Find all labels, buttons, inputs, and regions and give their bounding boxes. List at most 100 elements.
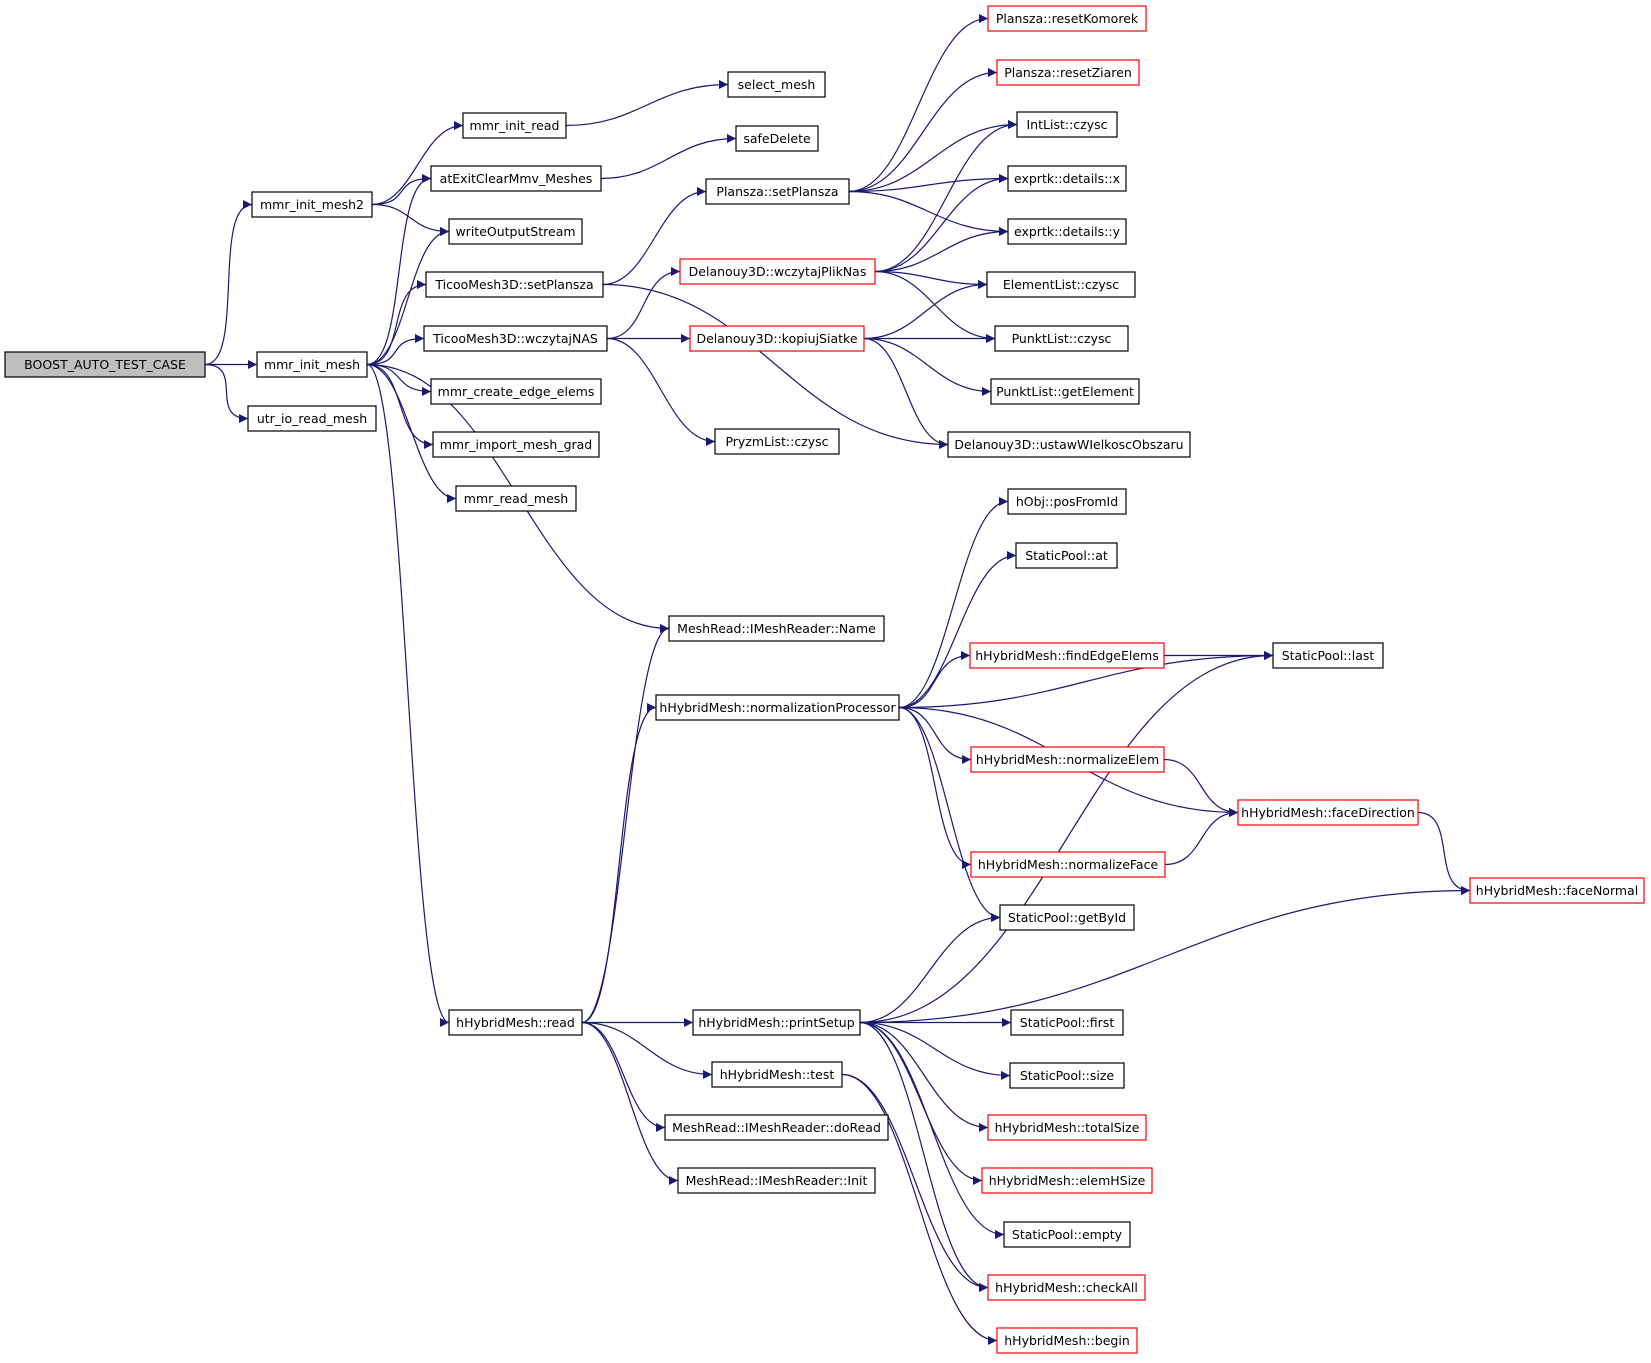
node-box-meshName bbox=[668, 615, 885, 642]
node-pryzmCzysc[interactable]: PryzmList::czysc bbox=[714, 428, 840, 455]
node-box-resetKomorek bbox=[987, 5, 1147, 32]
node-label-wczytajNAS: TicooMesh3D::wczytajNAS bbox=[432, 331, 598, 346]
node-box-mmr_init_read bbox=[462, 112, 567, 139]
node-mmr_init_read[interactable]: mmr_init_read bbox=[462, 112, 567, 139]
node-wczytajPlikNas[interactable]: Delanouy3D::wczytajPlikNas bbox=[679, 258, 876, 285]
node-meshInit[interactable]: MeshRead::IMeshReader::Init bbox=[677, 1167, 876, 1194]
node-label-boost: BOOST_AUTO_TEST_CASE bbox=[24, 357, 186, 372]
node-punktCzysc[interactable]: PunktList::czysc bbox=[994, 325, 1129, 352]
node-label-poolLast: StaticPool::last bbox=[1282, 648, 1375, 663]
node-planszaSet[interactable]: Plansza::setPlansza bbox=[705, 178, 850, 205]
node-boost[interactable]: BOOST_AUTO_TEST_CASE bbox=[4, 351, 206, 378]
node-box-normalizeElem bbox=[970, 746, 1165, 773]
node-label-checkAll: hHybridMesh::checkAll bbox=[995, 1280, 1138, 1295]
node-elementCzysc[interactable]: ElementList::czysc bbox=[986, 271, 1136, 298]
node-mmr_read_mesh[interactable]: mmr_read_mesh bbox=[455, 485, 577, 512]
node-poolEmpty[interactable]: StaticPool::empty bbox=[1003, 1221, 1131, 1248]
node-box-kopiujSiatke bbox=[689, 325, 865, 352]
node-ustaw[interactable]: Delanouy3D::ustawWIelkoscObszaru bbox=[947, 431, 1191, 458]
edge-faceDirection-to-faceNormal bbox=[1417, 811, 1471, 895]
edge-printSetup-to-poolLast bbox=[859, 651, 1274, 1024]
node-poolFirst[interactable]: StaticPool::first bbox=[1010, 1009, 1124, 1036]
node-getById[interactable]: StaticPool::getById bbox=[999, 904, 1135, 931]
node-box-meshInit bbox=[677, 1167, 876, 1194]
node-label-faceNormal: hHybridMesh::faceNormal bbox=[1476, 883, 1638, 898]
node-label-printSetup: hHybridMesh::printSetup bbox=[698, 1015, 854, 1030]
node-kopiujSiatke[interactable]: Delanouy3D::kopiujSiatke bbox=[689, 325, 865, 352]
node-label-mmr_init_read: mmr_init_read bbox=[470, 118, 560, 133]
node-poolAt[interactable]: StaticPool::at bbox=[1015, 542, 1118, 569]
node-mmr_create_edge_elems[interactable]: mmr_create_edge_elems bbox=[430, 378, 602, 405]
edge-normProc-to-poolAt bbox=[898, 551, 1017, 709]
node-label-resetKomorek: Plansza::resetKomorek bbox=[996, 11, 1139, 26]
node-resetZiaren[interactable]: Plansza::resetZiaren bbox=[996, 59, 1140, 86]
node-hRead[interactable]: hHybridMesh::read bbox=[448, 1009, 583, 1036]
node-hTest[interactable]: hHybridMesh::test bbox=[711, 1061, 843, 1088]
edge-setPlansza3D-to-ustaw bbox=[602, 283, 949, 449]
edge-atExitClear-to-safeDelete bbox=[600, 134, 737, 180]
node-box-mmr_read_mesh bbox=[455, 485, 577, 512]
node-intCzysc[interactable]: IntList::czysc bbox=[1016, 111, 1118, 138]
node-label-normProc: hHybridMesh::normalizationProcessor bbox=[659, 700, 896, 715]
edge-planszaSet-to-exprtkX bbox=[848, 174, 1009, 193]
node-box-resetZiaren bbox=[996, 59, 1140, 86]
node-meshName[interactable]: MeshRead::IMeshReader::Name bbox=[668, 615, 885, 642]
node-label-punktGetElement: PunktList::getElement bbox=[996, 384, 1134, 399]
node-box-punktGetElement bbox=[990, 378, 1140, 405]
node-elemHSize[interactable]: hHybridMesh::elemHSize bbox=[981, 1167, 1153, 1194]
edge-wczytajNAS-to-pryzmCzysc bbox=[606, 337, 716, 446]
node-label-poolAt: StaticPool::at bbox=[1025, 548, 1108, 563]
node-posFromId[interactable]: hObj::posFromId bbox=[1007, 488, 1127, 515]
node-mmr_init_mesh2[interactable]: mmr_init_mesh2 bbox=[251, 191, 373, 218]
node-box-doRead bbox=[664, 1114, 889, 1141]
node-mmr_init_mesh[interactable]: mmr_init_mesh bbox=[256, 351, 368, 378]
node-normProc[interactable]: hHybridMesh::normalizationProcessor bbox=[655, 694, 900, 721]
node-setPlansza3D[interactable]: TicooMesh3D::setPlansza bbox=[425, 271, 604, 298]
node-box-exprtkX bbox=[1007, 165, 1127, 192]
node-mmr_import_mesh_grad[interactable]: mmr_import_mesh_grad bbox=[432, 431, 600, 458]
node-doRead[interactable]: MeshRead::IMeshReader::doRead bbox=[664, 1114, 889, 1141]
edge-wczytajPlikNas-to-intCzysc bbox=[874, 120, 1018, 273]
node-box-select_mesh bbox=[727, 71, 826, 98]
node-poolLast[interactable]: StaticPool::last bbox=[1272, 642, 1384, 669]
edge-hRead-to-meshName bbox=[581, 624, 670, 1024]
node-box-mmr_import_mesh_grad bbox=[432, 431, 600, 458]
edge-normProc-to-normalizeFace bbox=[898, 706, 972, 869]
node-faceNormal[interactable]: hHybridMesh::faceNormal bbox=[1469, 877, 1645, 904]
node-atExitClear[interactable]: atExitClearMmv_Meshes bbox=[430, 165, 602, 192]
node-punktGetElement[interactable]: PunktList::getElement bbox=[990, 378, 1140, 405]
node-label-elementCzysc: ElementList::czysc bbox=[1003, 277, 1119, 292]
node-label-elemHSize: hHybridMesh::elemHSize bbox=[989, 1173, 1146, 1188]
node-select_mesh[interactable]: select_mesh bbox=[727, 71, 826, 98]
node-safeDelete[interactable]: safeDelete bbox=[735, 125, 819, 152]
node-printSetup[interactable]: hHybridMesh::printSetup bbox=[692, 1009, 861, 1036]
node-label-exprtkY: exprtk::details::y bbox=[1014, 224, 1121, 239]
node-exprtkY[interactable]: exprtk::details::y bbox=[1007, 218, 1127, 245]
node-hBegin[interactable]: hHybridMesh::begin bbox=[996, 1327, 1138, 1354]
node-exprtkX[interactable]: exprtk::details::x bbox=[1007, 165, 1127, 192]
node-box-totalSize bbox=[987, 1114, 1147, 1141]
node-findEdgeElems[interactable]: hHybridMesh::findEdgeElems bbox=[969, 642, 1165, 669]
edge-planszaSet-to-exprtkY bbox=[848, 190, 1009, 236]
node-utr_io_read_mesh[interactable]: utr_io_read_mesh bbox=[247, 405, 377, 432]
node-writeOutputStream[interactable]: writeOutputStream bbox=[448, 218, 583, 245]
node-poolSize[interactable]: StaticPool::size bbox=[1009, 1062, 1125, 1089]
node-totalSize[interactable]: hHybridMesh::totalSize bbox=[987, 1114, 1147, 1141]
edge-hRead-to-normProc bbox=[581, 703, 657, 1024]
node-normalizeFace[interactable]: hHybridMesh::normalizeFace bbox=[970, 851, 1166, 878]
node-normalizeElem[interactable]: hHybridMesh::normalizeElem bbox=[970, 746, 1165, 773]
edge-printSetup-to-totalSize bbox=[859, 1021, 989, 1132]
node-label-poolFirst: StaticPool::first bbox=[1020, 1015, 1115, 1030]
node-faceDirection[interactable]: hHybridMesh::faceDirection bbox=[1237, 799, 1419, 826]
edge-hRead-to-meshInit bbox=[581, 1021, 679, 1185]
node-label-kopiujSiatke: Delanouy3D::kopiujSiatke bbox=[696, 331, 857, 346]
node-wczytajNAS[interactable]: TicooMesh3D::wczytajNAS bbox=[423, 325, 608, 352]
node-box-hRead bbox=[448, 1009, 583, 1036]
edge-layer bbox=[204, 14, 1471, 1345]
node-label-posFromId: hObj::posFromId bbox=[1016, 494, 1118, 509]
node-checkAll[interactable]: hHybridMesh::checkAll bbox=[987, 1274, 1146, 1301]
node-resetKomorek[interactable]: Plansza::resetKomorek bbox=[987, 5, 1147, 32]
edge-wczytajPlikNas-to-punktCzysc bbox=[874, 270, 996, 343]
node-box-safeDelete bbox=[735, 125, 819, 152]
